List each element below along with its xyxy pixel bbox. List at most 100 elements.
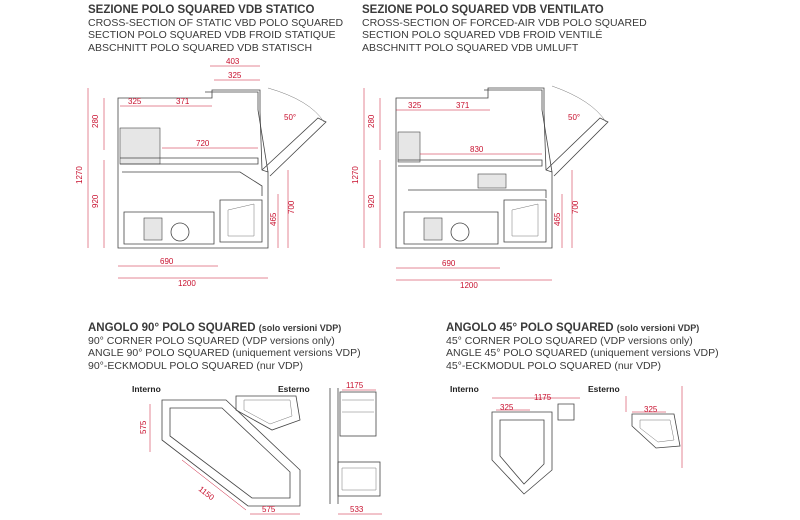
forced-canopy [484, 89, 543, 110]
corner45-line-de: 45°-ECKMODUL POLO SQUARED (nur VDP) [446, 359, 662, 372]
corner45-line-fr: ANGLE 45° POLO SQUARED (uniquement versi… [446, 347, 719, 359]
corner90-dim-575-left: 575 [139, 420, 148, 434]
corner90-dim-1175: 1175 [346, 381, 364, 390]
static-rear-unit [119, 127, 161, 165]
corner45-header: ANGOLO 45° POLO SQUARED (solo versioni V… [446, 322, 719, 372]
static-compressor-bay [123, 211, 215, 245]
corner90-dim-1150: 1150 [197, 484, 217, 502]
static-dim-720: 720 [196, 139, 210, 148]
corner90-dim-533: 533 [350, 505, 364, 514]
forced-glass-arc [551, 85, 607, 123]
static-section-header: SEZIONE POLO SQUARED VDB STATICO CROSS-S… [88, 4, 343, 54]
static-dim-1270: 1270 [75, 166, 84, 184]
static-dim-angle: 50° [284, 113, 296, 122]
static-section-line-fr: SECTION POLO SQUARED VDB FROID STATIQUE [88, 29, 336, 41]
corner45-outer-outline [491, 411, 553, 495]
forced-section-title: SEZIONE POLO SQUARED VDB VENTILATO [362, 4, 604, 16]
forced-dim-1270: 1270 [351, 166, 360, 184]
forced-dim-830: 830 [470, 145, 484, 154]
static-front-glass [257, 109, 269, 173]
static-display-deck [120, 157, 259, 165]
forced-cross-section: 325 371 830 50° 280 1270 920 465 700 690… [351, 85, 609, 290]
static-glass-arc [267, 87, 325, 123]
static-section-line-de: ABSCHNITT POLO SQUARED VDB STATISCH [88, 41, 313, 54]
corner90-line-de: 90°-ECKMODUL POLO SQUARED (nur VDP) [88, 359, 304, 372]
corner45-label-interno: Interno [450, 384, 479, 394]
static-dim-465: 465 [269, 212, 278, 226]
corner45-dim-325-interno: 325 [500, 403, 514, 412]
forced-dim-280: 280 [367, 114, 376, 128]
forced-section-line-en: CROSS-SECTION OF FORCED-AIR VDB POLO SQU… [362, 16, 647, 29]
forced-dim-angle: 50° [568, 113, 580, 122]
forced-dim-700: 700 [571, 200, 580, 214]
static-panel-cutout [227, 203, 255, 237]
forced-dim-1200: 1200 [460, 281, 478, 290]
static-dim-403: 403 [226, 57, 240, 66]
corner45-plan: Interno Esterno 1175 325 325 [450, 384, 683, 495]
forced-section-header: SEZIONE POLO SQUARED VDB VENTILATO CROSS… [362, 4, 647, 54]
corner45-esterno-inner [639, 419, 675, 443]
forced-front-glass [541, 109, 553, 173]
forced-dim-920: 920 [367, 194, 376, 208]
static-dim-700: 700 [287, 200, 296, 214]
forced-open-glass [545, 117, 609, 177]
corner90-header: ANGOLO 90° POLO SQUARED (solo versioni V… [88, 322, 361, 372]
corner90-label-interno: Interno [132, 384, 161, 394]
static-front-panel [219, 199, 263, 243]
corner45-dim-325-esterno: 325 [644, 405, 658, 414]
corner45-title-note: (solo versioni VDP) [616, 323, 700, 333]
forced-front-panel [503, 199, 547, 243]
static-tank-top [122, 171, 263, 196]
forced-dim-325: 325 [408, 101, 422, 110]
static-dim-280: 280 [91, 114, 100, 128]
static-section-title: SEZIONE POLO SQUARED VDB STATICO [88, 4, 315, 16]
corner45-label-esterno: Esterno [588, 384, 620, 394]
corner90-plan: Interno Esterno 575 1150 575 533 1175 [132, 381, 382, 515]
static-cabinet-outline [117, 89, 269, 249]
corner45-inner-outline [499, 419, 545, 485]
forced-compressor-bay [403, 211, 499, 245]
corner90-inner-outline [169, 407, 291, 499]
forced-section-line-de: ABSCHNITT POLO SQUARED VDB UMLUFT [362, 41, 579, 54]
corner90-line-en: 90° CORNER POLO SQUARED (VDP versions on… [88, 334, 335, 347]
static-unit-box [143, 217, 163, 241]
forced-rear-unit [397, 131, 421, 163]
static-dim-371: 371 [176, 97, 190, 106]
static-dim-1200: 1200 [178, 279, 196, 288]
forced-tank-top [408, 189, 547, 198]
static-dim-325-top: 325 [228, 71, 242, 80]
static-dim-920: 920 [91, 194, 100, 208]
static-open-glass [261, 117, 327, 177]
corner45-side-module [557, 403, 575, 421]
corner45-esterno-outline [631, 413, 681, 449]
corner45-dim-1175: 1175 [534, 393, 552, 402]
forced-display-deck [398, 159, 543, 167]
corner45-line-en: 45° CORNER POLO SQUARED (VDP versions on… [446, 334, 693, 347]
corner45-title: ANGOLO 45° POLO SQUARED [446, 322, 614, 334]
forced-cabinet-outline [395, 87, 553, 249]
forced-unit-box [423, 217, 443, 241]
static-canopy [205, 91, 259, 110]
forced-dim-690: 690 [442, 259, 456, 268]
corner90-top-unit [235, 395, 301, 431]
static-compressor [170, 222, 190, 242]
corner90-outer-outline [161, 399, 301, 507]
corner90-dim-575-bottom: 575 [262, 505, 276, 514]
forced-evaporator [477, 173, 507, 189]
corner90-top-unit-inner [243, 399, 293, 425]
forced-dim-371: 371 [456, 101, 470, 110]
forced-panel-cutout [511, 203, 539, 237]
corner90-label-esterno: Esterno [278, 384, 310, 394]
static-dim-325-left: 325 [128, 97, 142, 106]
corner90-side-view [329, 388, 381, 504]
corner90-title-note: (solo versioni VDP) [258, 323, 342, 333]
static-dim-690: 690 [160, 257, 174, 266]
corner90-line-fr: ANGLE 90° POLO SQUARED (uniquement versi… [88, 347, 361, 359]
forced-section-line-fr: SECTION POLO SQUARED VDB FROID VENTILÉ [362, 29, 603, 41]
forced-compressor [450, 222, 470, 242]
corner90-title: ANGOLO 90° POLO SQUARED [88, 322, 256, 334]
static-section-line-en: CROSS-SECTION OF STATIC VBD POLO SQUARED [88, 16, 344, 29]
static-cross-section: 403 325 325 371 720 50° 280 1270 920 465… [75, 57, 327, 288]
forced-dim-465: 465 [553, 212, 562, 226]
